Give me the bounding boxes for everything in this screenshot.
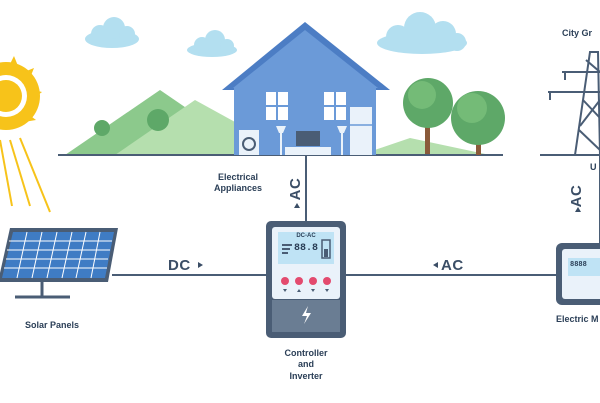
controller-digits-display: 88.8 xyxy=(293,243,318,254)
appliances-label-line2: Appliances xyxy=(213,183,262,194)
small-tree-2 xyxy=(147,109,169,131)
dc-flow-label: DC xyxy=(168,257,191,274)
electric-meter-device xyxy=(556,243,600,305)
controller-mode-display: DC-AC xyxy=(296,233,316,239)
cloud-mid xyxy=(187,30,237,57)
tree-1 xyxy=(403,78,453,154)
sun-icon xyxy=(0,56,42,130)
solar-panel-icon xyxy=(0,228,118,299)
solar-panels-label: Solar Panels xyxy=(24,320,80,330)
ac-up-house-arrow-icon xyxy=(294,203,300,208)
controller-label-line2: and xyxy=(297,359,314,370)
controller-inverter-label: Controller and Inverter xyxy=(266,348,346,382)
electrical-appliances-label: Electrical Appliances xyxy=(186,172,290,195)
transmission-tower-icon xyxy=(548,51,600,156)
sun-rays xyxy=(0,137,51,213)
city-grid-label: City Gr xyxy=(562,28,593,38)
ac-flow-label-grid: AC xyxy=(568,184,585,208)
cloud-left xyxy=(85,17,139,48)
grid-partial-label: U xyxy=(590,162,597,172)
controller-label-line3: Inverter xyxy=(289,370,323,381)
meter-digits-display: 8888 xyxy=(570,261,587,269)
cloud-right xyxy=(377,12,467,54)
ac-left-arrow-icon xyxy=(433,262,438,268)
dc-arrow-icon xyxy=(198,262,203,268)
ac-flow-label-house: AC xyxy=(287,177,304,201)
electric-meter-label: Electric M xyxy=(556,314,599,324)
controller-label-line1: Controller xyxy=(284,348,328,358)
controller-inverter-device xyxy=(266,221,346,338)
house xyxy=(222,22,390,155)
small-tree xyxy=(94,120,110,136)
ac-up-grid-arrow-icon xyxy=(575,207,581,212)
appliances-label-line1: Electrical xyxy=(217,172,259,182)
ac-flow-label-left: AC xyxy=(441,257,464,274)
tree-2 xyxy=(451,91,505,155)
